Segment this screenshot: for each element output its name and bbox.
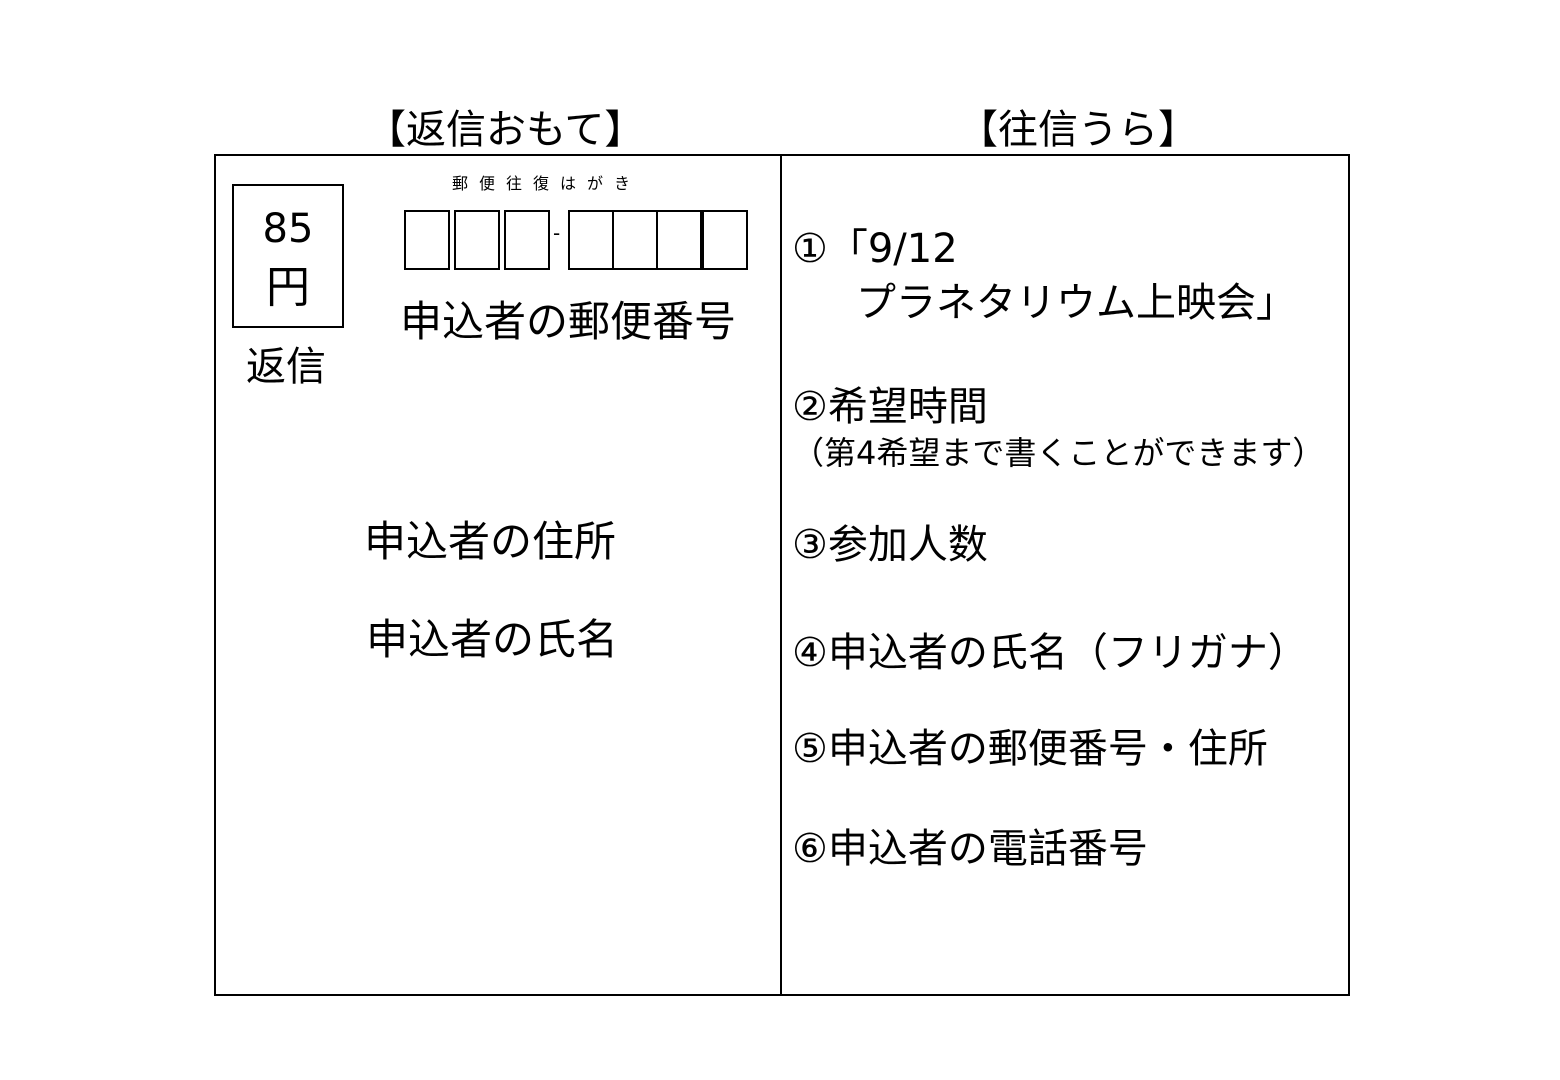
address-label: 申込者の住所 (364, 517, 617, 566)
item-preferred-time-note: （第4希望まで書くことができます） (792, 434, 1325, 472)
postal-code-dash: - (553, 221, 561, 245)
item-event-name: ①「9/12 (792, 226, 958, 272)
item-applicant-address: ⑤申込者の郵便番号・住所 (792, 726, 1268, 772)
item-participants: ③参加人数 (792, 522, 988, 568)
postal-code-box (656, 210, 702, 270)
reply-front-heading: 【返信おもて】 (366, 107, 645, 153)
postal-code-box (702, 210, 748, 270)
stamp-box: 85 円 (232, 184, 344, 328)
item-event-name-line2: プラネタリウム上映会」 (856, 280, 1296, 326)
postcard-layout: 85 円 返信 郵便往復はがき - 申込者の郵便番号 申込者の住所 申込者の氏名… (214, 154, 1350, 996)
item-applicant-phone: ⑥申込者の電話番号 (792, 826, 1148, 872)
item-applicant-name: ④申込者の氏名（フリガナ） (792, 630, 1308, 676)
stamp-yen: 円 (266, 262, 310, 313)
name-label: 申込者の氏名 (366, 615, 619, 664)
postal-code-box (404, 210, 450, 270)
postal-code-box (454, 210, 500, 270)
reply-label: 返信 (246, 344, 326, 390)
postcard-type-label: 郵便往復はがき (452, 174, 642, 193)
postal-code-box (568, 210, 614, 270)
center-divider (780, 156, 782, 994)
postal-code-box (504, 210, 550, 270)
outgoing-back-heading: 【往信うら】 (958, 107, 1198, 153)
stamp-price: 85 (262, 206, 314, 252)
item-preferred-time: ②希望時間 (792, 384, 988, 430)
postal-code-label: 申込者の郵便番号 (400, 297, 737, 346)
postal-code-box (612, 210, 658, 270)
